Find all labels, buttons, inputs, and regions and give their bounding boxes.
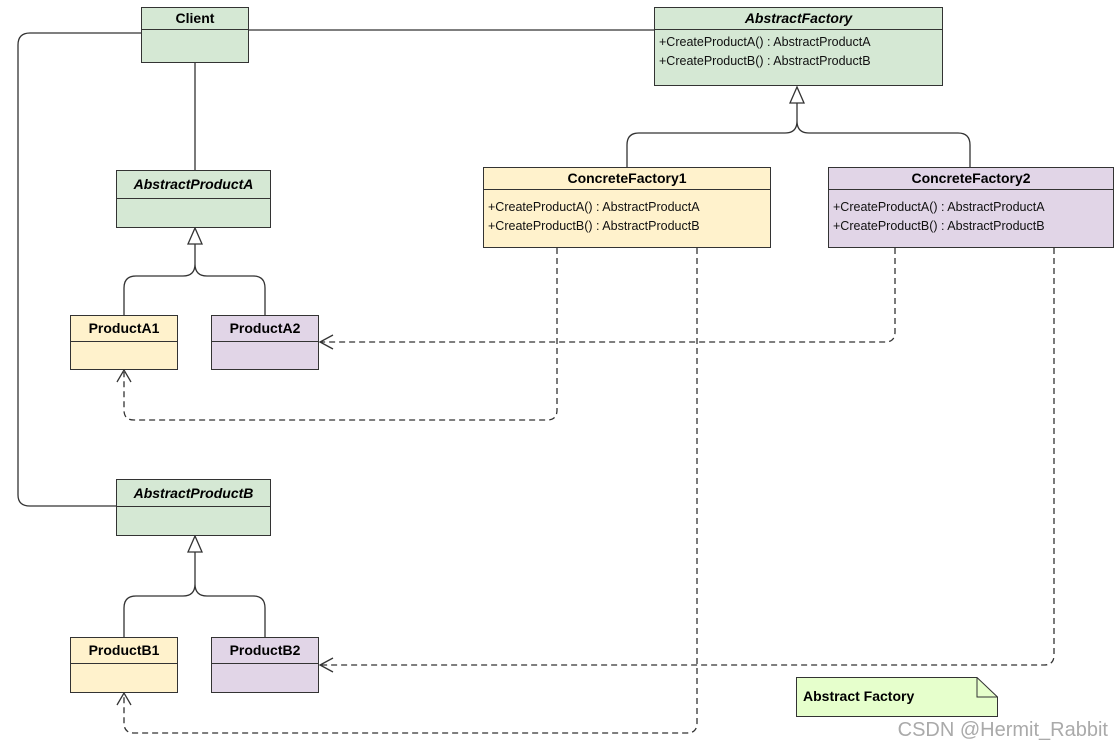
class-producta1[interactable]: ProductA1 bbox=[70, 315, 178, 370]
note-shape bbox=[796, 677, 998, 717]
class-name: Client bbox=[142, 8, 248, 30]
note-abstract-factory[interactable]: Abstract Factory bbox=[796, 677, 998, 717]
operation: +CreateProductA() : AbstractProductA bbox=[833, 200, 1045, 214]
open-arrowhead-producta2 bbox=[318, 334, 334, 350]
generalization-arrowhead-abstractproductb bbox=[187, 534, 203, 553]
open-arrowhead-productb1 bbox=[116, 691, 132, 706]
open-arrowhead-producta1 bbox=[116, 368, 132, 383]
watermark: CSDN @Hermit_Rabbit bbox=[897, 719, 1108, 741]
class-client[interactable]: Client bbox=[141, 7, 249, 63]
class-name: AbstractProductB bbox=[117, 480, 270, 507]
operation: +CreateProductA() : AbstractProductA bbox=[659, 35, 871, 49]
class-name: ProductA2 bbox=[212, 316, 318, 342]
class-productb1[interactable]: ProductB1 bbox=[70, 637, 178, 693]
generalization-concretefactories bbox=[626, 103, 971, 167]
class-producta2[interactable]: ProductA2 bbox=[211, 315, 319, 370]
dependency-concretefactory1-producta1 bbox=[123, 248, 558, 421]
operation: +CreateProductB() : AbstractProductB bbox=[659, 54, 871, 68]
class-name: ProductB2 bbox=[212, 638, 318, 664]
operation: +CreateProductB() : AbstractProductB bbox=[488, 219, 700, 233]
dependency-concretefactory2-producta2 bbox=[321, 248, 896, 343]
operation: +CreateProductA() : AbstractProductA bbox=[488, 200, 700, 214]
class-name: ConcreteFactory2 bbox=[829, 168, 1113, 190]
class-name: AbstractFactory bbox=[655, 8, 942, 30]
class-abstractproductb[interactable]: AbstractProductB bbox=[116, 479, 271, 536]
class-concretefactory1[interactable]: ConcreteFactory1 +CreateProductA() : Abs… bbox=[483, 167, 771, 248]
generalization-arrowhead-abstractfactory bbox=[789, 85, 805, 104]
dependency-concretefactory2-productb2 bbox=[321, 248, 1055, 666]
note-text: Abstract Factory bbox=[803, 688, 915, 704]
association-client-abstractproductb bbox=[17, 32, 141, 507]
class-concretefactory2[interactable]: ConcreteFactory2 +CreateProductA() : Abs… bbox=[828, 167, 1114, 248]
class-name: AbstractProductA bbox=[117, 171, 270, 199]
class-name: ProductB1 bbox=[71, 638, 177, 664]
class-name: ProductA1 bbox=[71, 316, 177, 342]
operation: +CreateProductB() : AbstractProductB bbox=[833, 219, 1045, 233]
class-abstractproducta[interactable]: AbstractProductA bbox=[116, 170, 271, 228]
class-productb2[interactable]: ProductB2 bbox=[211, 637, 319, 693]
operations: +CreateProductA() : AbstractProductA +Cr… bbox=[484, 190, 770, 236]
operations: +CreateProductA() : AbstractProductA +Cr… bbox=[829, 190, 1113, 236]
class-abstractfactory[interactable]: AbstractFactory +CreateProductA() : Abst… bbox=[654, 7, 943, 86]
operations: +CreateProductA() : AbstractProductA +Cr… bbox=[655, 30, 942, 71]
class-name: ConcreteFactory1 bbox=[484, 168, 770, 190]
generalization-producta bbox=[123, 244, 266, 315]
generalization-arrowhead-abstractproducta bbox=[187, 226, 203, 245]
open-arrowhead-productb2 bbox=[318, 657, 334, 673]
generalization-productb bbox=[123, 552, 266, 637]
